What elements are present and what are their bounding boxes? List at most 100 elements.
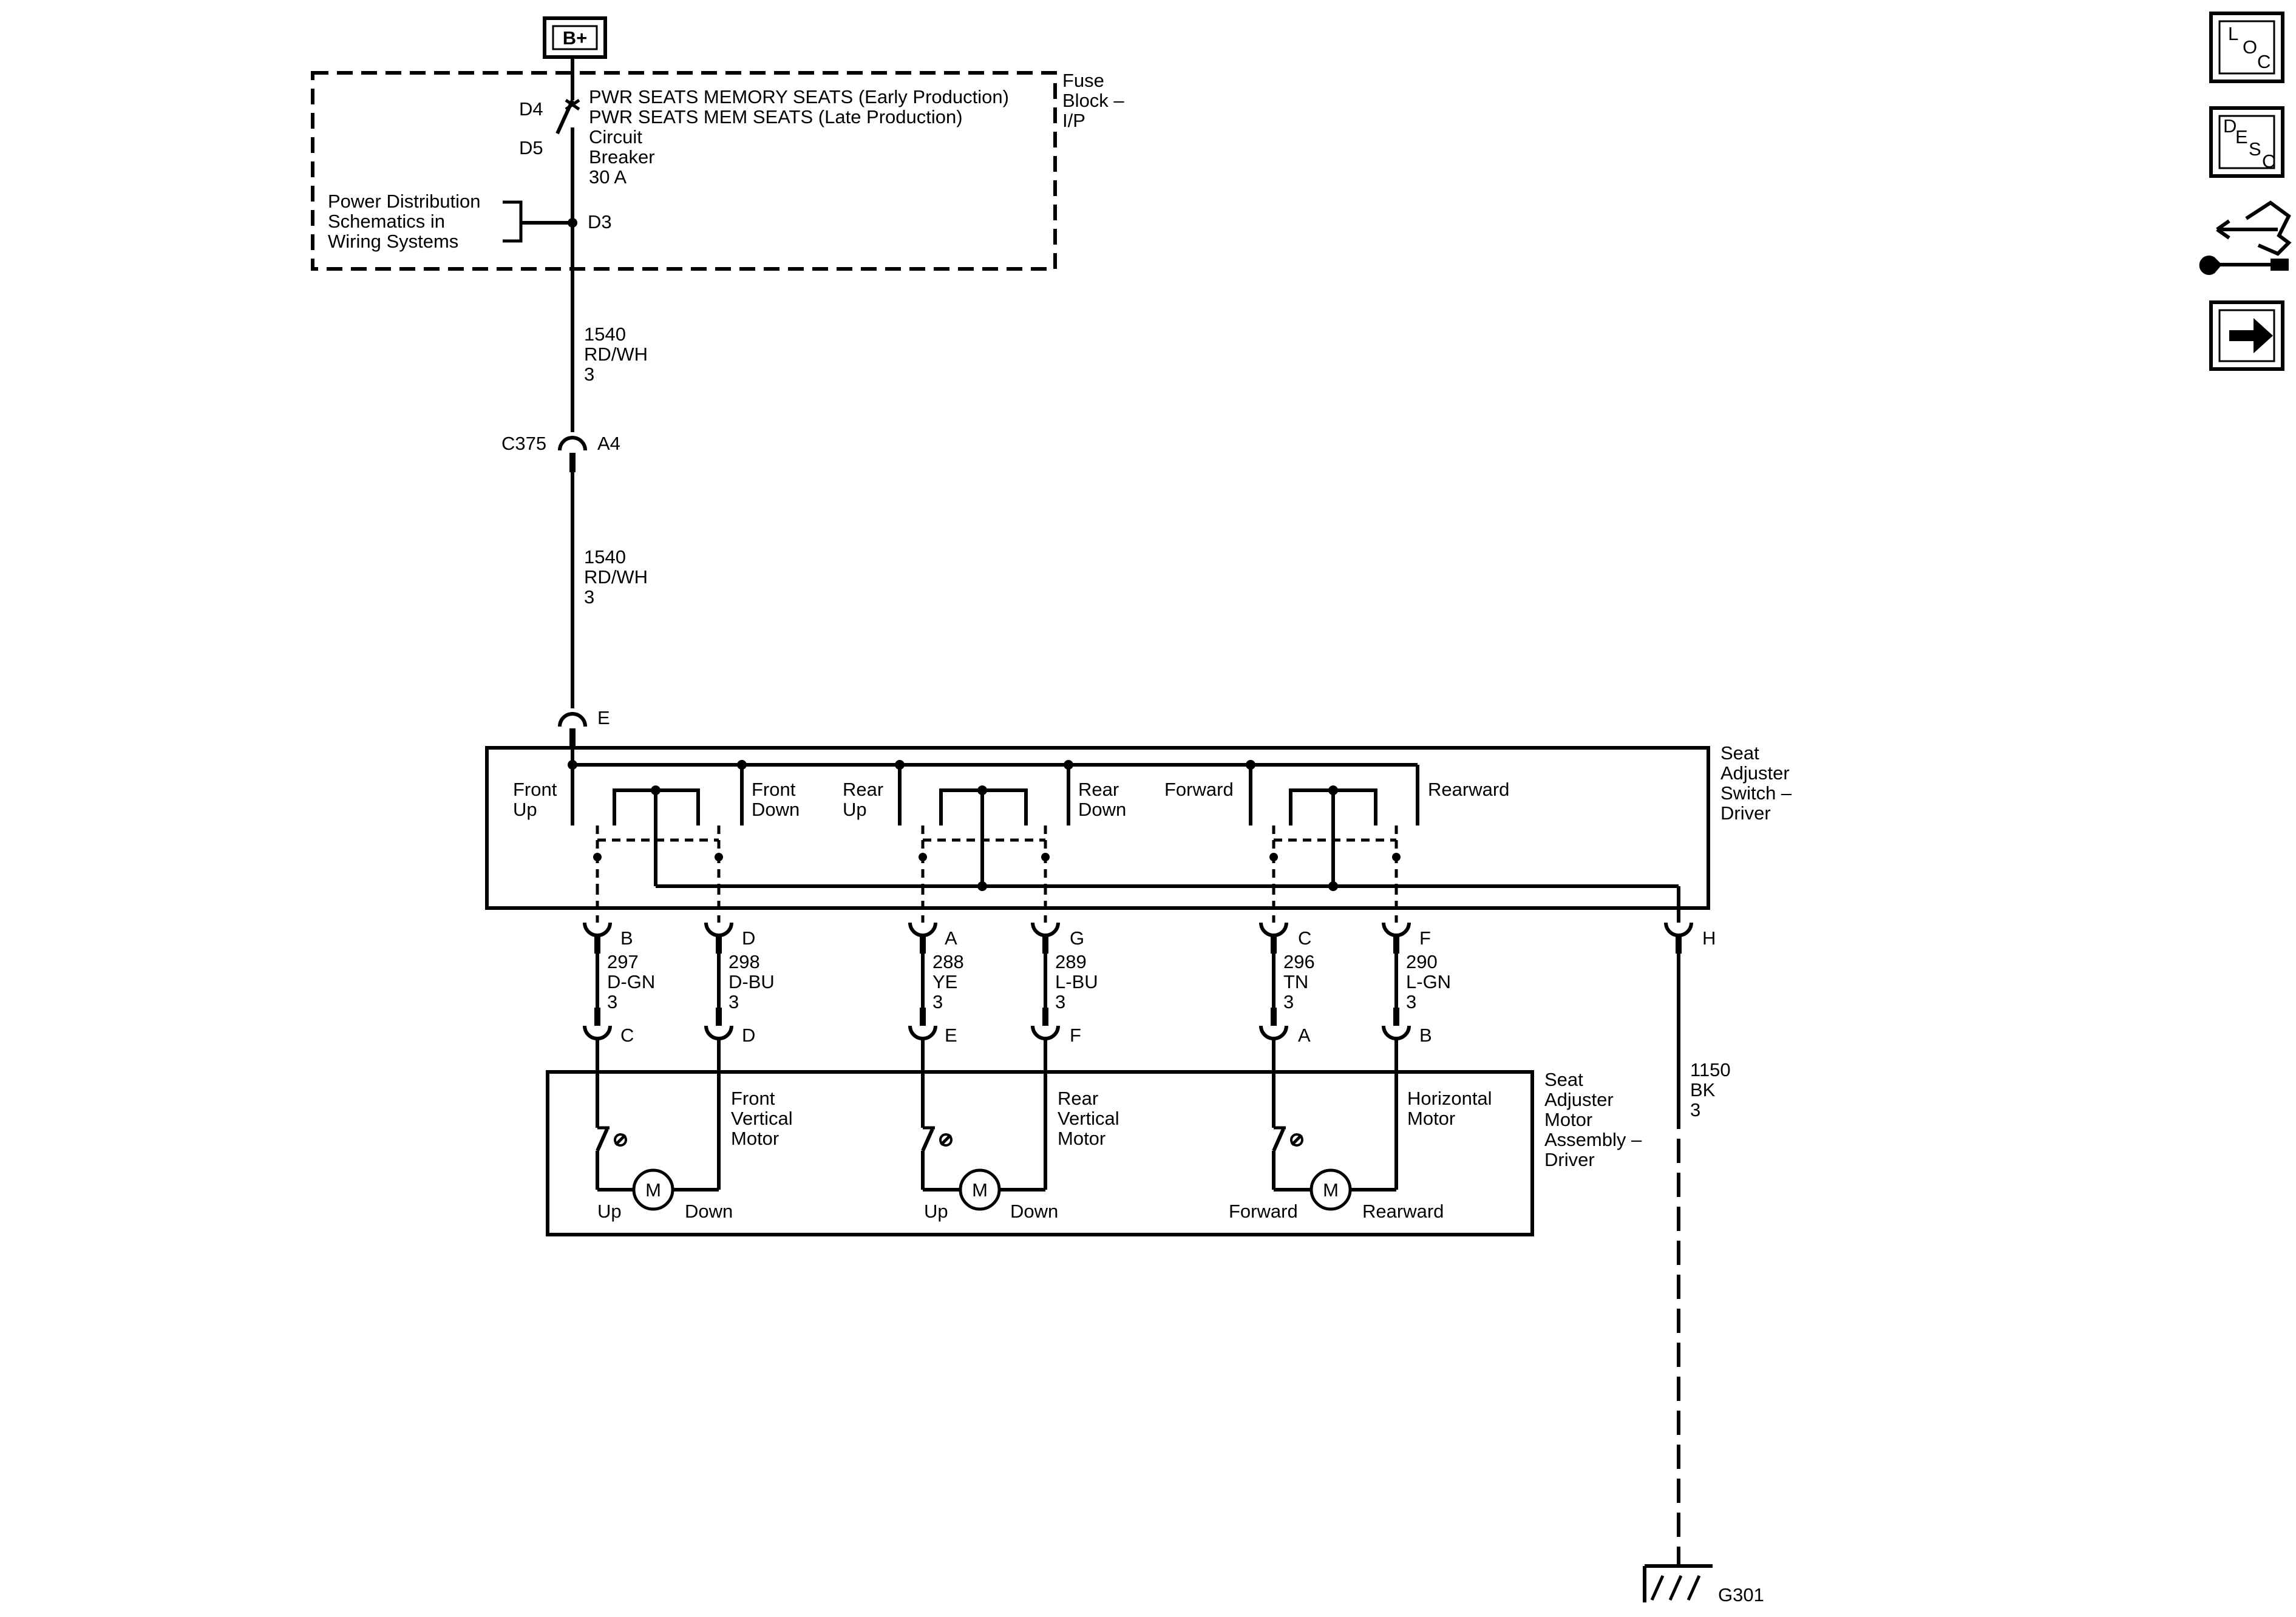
switch-name-1: Seat bbox=[1720, 742, 1759, 764]
breaker-line-2: PWR SEATS MEM SEATS (Late Production) bbox=[589, 106, 963, 127]
horizontal-motor-left: Forward bbox=[1229, 1201, 1298, 1222]
next-page-button[interactable] bbox=[2209, 300, 2284, 371]
horizontal-motor-m: M bbox=[1323, 1179, 1339, 1201]
feed1-circuit: 1540 bbox=[584, 324, 626, 345]
rear-motor-right: Down bbox=[1010, 1201, 1058, 1222]
pos-front-down-1: Front bbox=[752, 779, 796, 800]
pos-rear-down-2: Down bbox=[1078, 799, 1126, 820]
w3-circuit: 288 bbox=[932, 951, 964, 972]
motor-input-pins: C D E F A B bbox=[583, 1008, 1432, 1046]
switch-name-2: Adjuster bbox=[1720, 762, 1790, 784]
fuse-block-name-3: I/P bbox=[1062, 110, 1085, 131]
pin-d4-label: D4 bbox=[519, 98, 543, 120]
connector-wrench-icon bbox=[2199, 200, 2292, 275]
w4-circuit: 289 bbox=[1055, 951, 1087, 972]
breaker-line-1: PWR SEATS MEMORY SEATS (Early Production… bbox=[589, 86, 1009, 107]
feed2-size: 3 bbox=[584, 586, 594, 608]
desc-letter-e: E bbox=[2235, 126, 2248, 147]
wire-labels: 297 D-GN 3 298 D-BU 3 288 YE 3 289 L-BU … bbox=[607, 951, 1451, 1012]
switch-input-connector bbox=[558, 712, 587, 727]
sw-pin-a: A bbox=[945, 927, 957, 949]
ground-wire-circuit: 1150 bbox=[1690, 1059, 1731, 1080]
w1-size: 3 bbox=[607, 991, 617, 1012]
loc-letter-l: L bbox=[2228, 23, 2238, 44]
loc-letter-o: O bbox=[2243, 36, 2257, 58]
ref-line-1: Power Distribution bbox=[328, 191, 481, 212]
ground-circuit: 1150 BK 3 G301 bbox=[1643, 954, 1764, 1605]
feed1-size: 3 bbox=[584, 364, 594, 385]
mt-pin-c: C bbox=[620, 1025, 634, 1046]
switch-name-4: Driver bbox=[1720, 802, 1771, 824]
rear-motor-name-3: Motor bbox=[1058, 1128, 1106, 1149]
mt-pin-b: B bbox=[1419, 1025, 1432, 1046]
pos-front-up-1: Front bbox=[513, 779, 557, 800]
ground-wire-color: BK bbox=[1690, 1079, 1716, 1100]
switch-horizontal-section: Forward Rearward bbox=[1164, 760, 1509, 891]
motor-assy-name-5: Driver bbox=[1544, 1149, 1595, 1170]
feed-wire: 1540 RD/WH 3 C375 A4 1540 RD/WH 3 E bbox=[501, 269, 648, 748]
ref-line-3: Wiring Systems bbox=[328, 231, 458, 252]
front-motor-right: Down bbox=[685, 1201, 733, 1222]
w2-circuit: 298 bbox=[729, 951, 760, 972]
w4-size: 3 bbox=[1055, 991, 1065, 1012]
w3-color: YE bbox=[932, 971, 957, 992]
w3-size: 3 bbox=[932, 991, 943, 1012]
w2-size: 3 bbox=[729, 991, 739, 1012]
desc-letter-s: S bbox=[2249, 138, 2261, 160]
breaker-line-3: Circuit bbox=[589, 126, 642, 147]
desc-letter-c: C bbox=[2262, 151, 2275, 172]
switch-to-motor-harness: B D A G C F H 297 D-GN 3 298 D-BU 3 288 … bbox=[583, 886, 1716, 1046]
w5-size: 3 bbox=[1283, 991, 1294, 1012]
pos-rearward: Rearward bbox=[1428, 779, 1509, 800]
rear-motor-left: Up bbox=[924, 1201, 948, 1222]
front-vertical-motor: M Front Vertical Motor Up Down bbox=[596, 1038, 793, 1222]
w6-size: 3 bbox=[1406, 991, 1416, 1012]
switch-output-pins: B D A G C F H bbox=[583, 886, 1716, 954]
motor-assy-name-3: Motor bbox=[1544, 1109, 1592, 1130]
w1-color: D-GN bbox=[607, 971, 655, 992]
connector-tools-button[interactable] bbox=[2199, 200, 2292, 275]
mt-pin-e: E bbox=[945, 1025, 957, 1046]
front-motor-left: Up bbox=[597, 1201, 622, 1222]
w2-color: D-BU bbox=[729, 971, 775, 992]
ground-name: G301 bbox=[1718, 1584, 1764, 1605]
horizontal-motor: M Horizontal Motor Forward Rearward bbox=[1229, 1038, 1492, 1222]
connector-c375 bbox=[558, 436, 587, 451]
pos-front-down-2: Down bbox=[752, 799, 800, 820]
mt-pin-a: A bbox=[1298, 1025, 1311, 1046]
w5-circuit: 296 bbox=[1283, 951, 1315, 972]
breaker-line-5: 30 A bbox=[589, 166, 627, 188]
breaker-line-4: Breaker bbox=[589, 146, 655, 168]
sw-pin-c: C bbox=[1298, 927, 1311, 949]
loc-button[interactable]: L O C bbox=[2209, 12, 2284, 83]
front-motor-m: M bbox=[645, 1179, 661, 1201]
right-arrow-icon bbox=[2229, 318, 2273, 353]
pos-rear-down-1: Rear bbox=[1078, 779, 1119, 800]
c375-pin: A4 bbox=[597, 433, 620, 454]
sw-pin-h: H bbox=[1702, 927, 1716, 949]
pin-d5-label: D5 bbox=[519, 137, 543, 158]
switch-rear-section: Rear Up Rear Down bbox=[843, 760, 1126, 891]
motor-assy-name-2: Adjuster bbox=[1544, 1089, 1614, 1110]
sw-pin-g: G bbox=[1070, 927, 1084, 949]
feed2-color: RD/WH bbox=[584, 566, 648, 588]
feed2-circuit: 1540 bbox=[584, 546, 626, 568]
desc-letter-d: D bbox=[2223, 115, 2237, 137]
w1-circuit: 297 bbox=[607, 951, 639, 972]
ground-symbol-g301 bbox=[1643, 1564, 1713, 1602]
pin-d3-label: D3 bbox=[588, 211, 612, 232]
pos-rear-up-2: Up bbox=[843, 799, 867, 820]
motor-assy-name-1: Seat bbox=[1544, 1069, 1583, 1090]
desc-button[interactable]: D E S C bbox=[2209, 106, 2284, 178]
seat-adjuster-switch: Seat Adjuster Switch – Driver Front Up F… bbox=[485, 742, 1792, 910]
ground-wire-size: 3 bbox=[1690, 1099, 1700, 1120]
power-source-b-plus: B+ bbox=[543, 16, 607, 59]
rear-motor-name-1: Rear bbox=[1058, 1088, 1098, 1109]
feed1-color: RD/WH bbox=[584, 344, 648, 365]
sw-pin-b: B bbox=[620, 927, 633, 949]
c375-name: C375 bbox=[501, 433, 546, 454]
pos-front-up-2: Up bbox=[513, 799, 537, 820]
switch-input-pin: E bbox=[597, 707, 610, 728]
fuse-block-name-1: Fuse bbox=[1062, 70, 1104, 91]
